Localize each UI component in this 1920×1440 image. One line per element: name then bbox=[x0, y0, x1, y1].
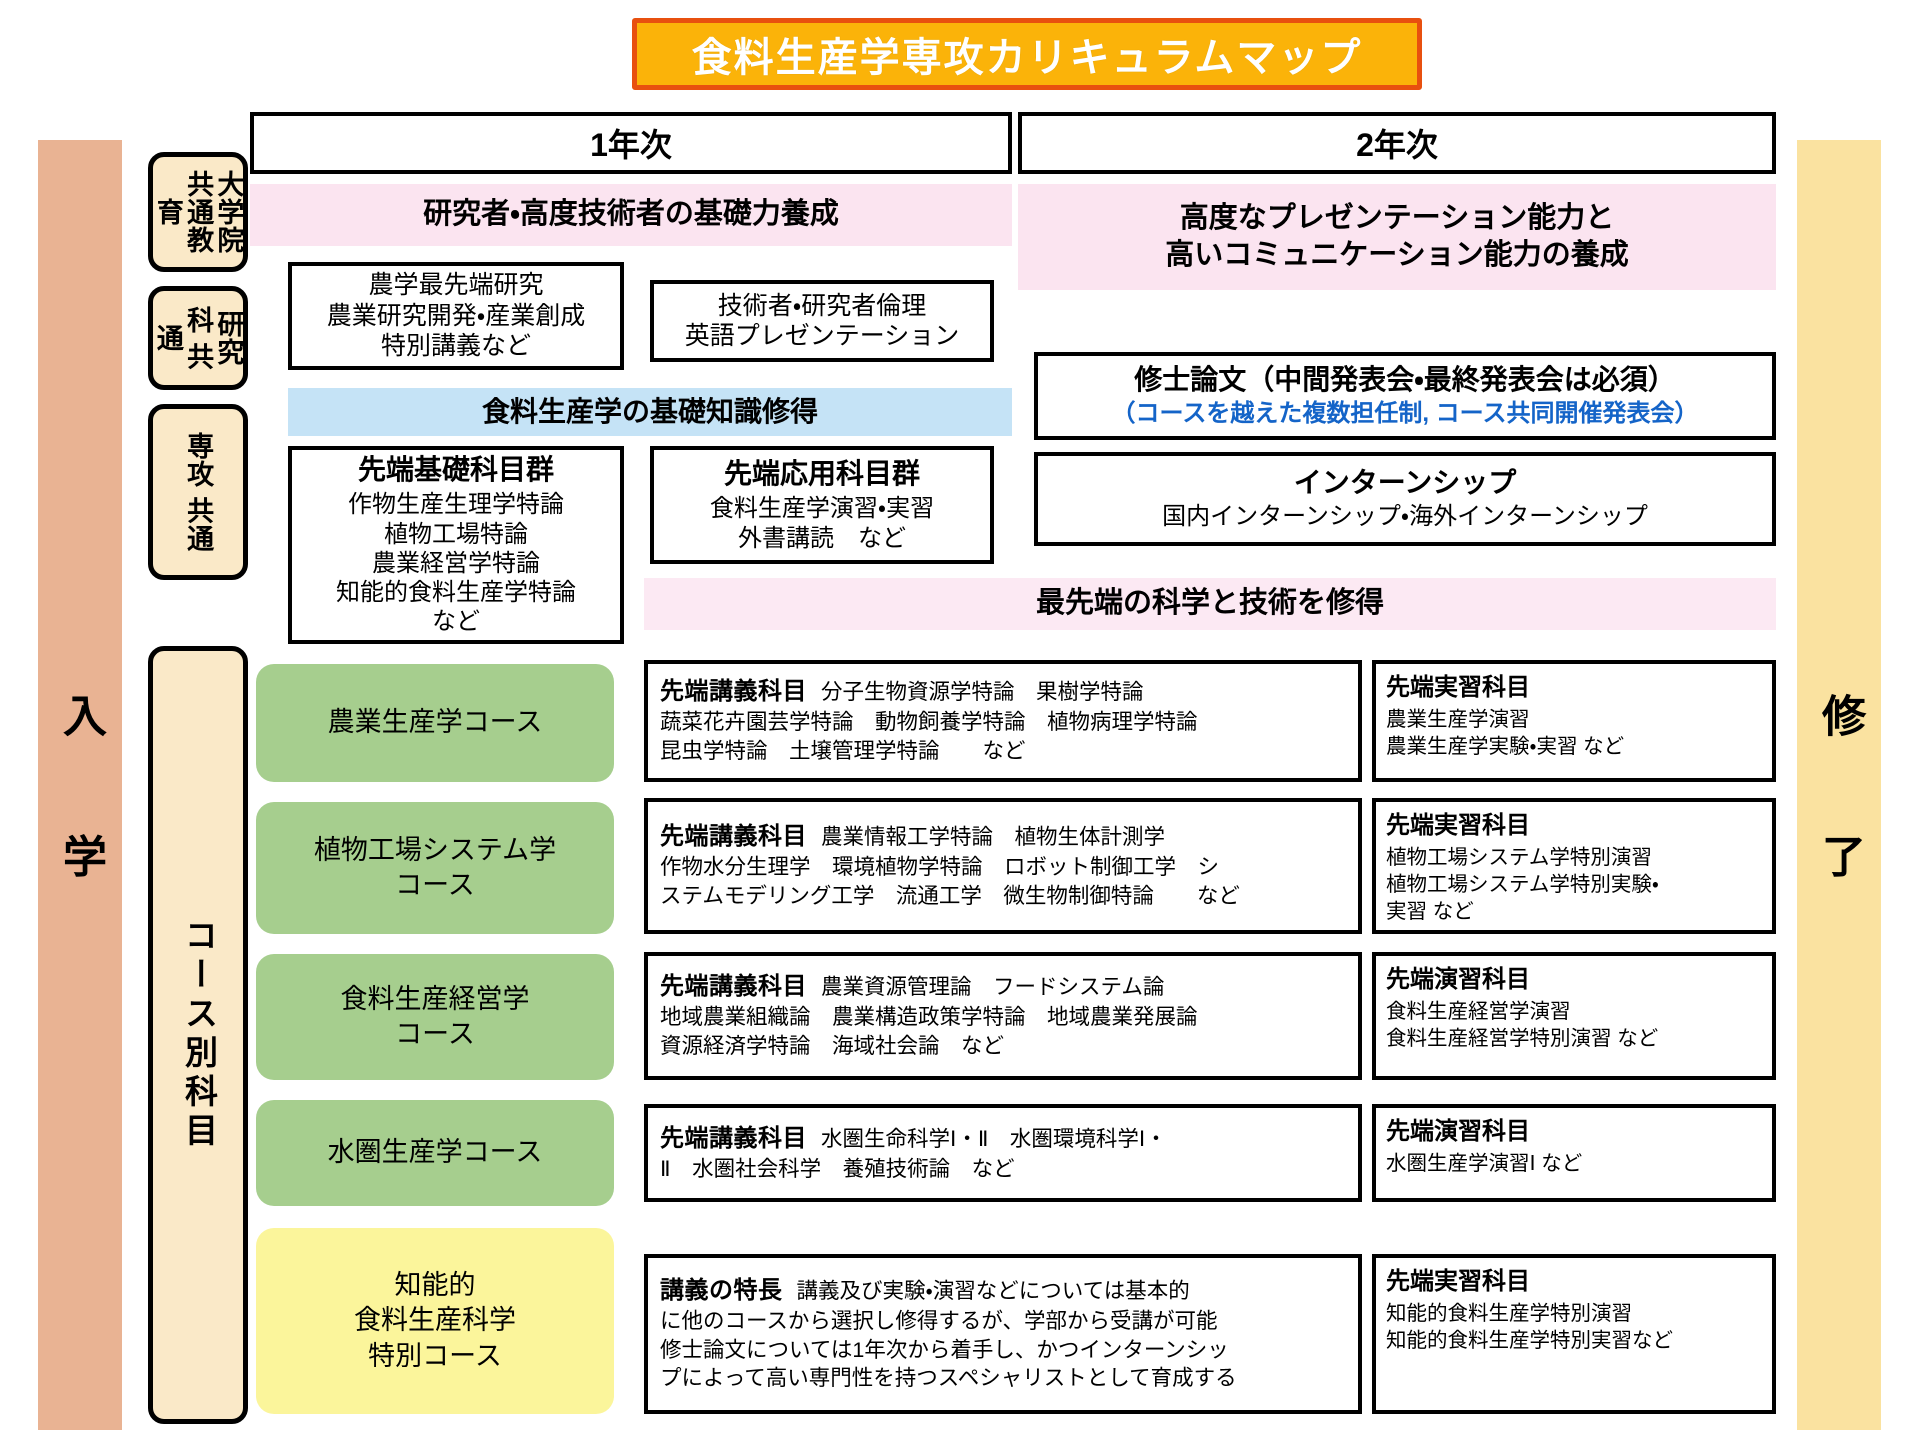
box-advanced-research: 農学最先端研究 農業研究開発・産業創成 特別講義など bbox=[288, 262, 624, 370]
thesis-heading: 修士論文（中間発表会・最終発表会は必須） bbox=[1134, 364, 1676, 396]
course-practice-box-plant-factory-system: 先端実習科目 植物工場システム学特別演習 植物工場システム学特別実験・ 実習 な… bbox=[1372, 798, 1776, 934]
course-practice-box-intelligent-food-production-special: 先端実習科目 知能的食料生産学特別演習 知能的食料生産学特別実習など bbox=[1372, 1254, 1776, 1414]
lecture-line-4-2: 修士論文については1年次から着手し、かつインターンシッ bbox=[660, 1337, 1229, 1362]
practice-line-4-1: 知能的食料生産学特別実習など bbox=[1386, 1329, 1673, 1353]
lecture-heading-0: 先端講義科目 bbox=[660, 678, 807, 706]
course-pill-aquatic-production[interactable]: 水圏生産学コース bbox=[256, 1100, 614, 1206]
internship-body: 国内インターンシップ・海外インターンシップ bbox=[1162, 503, 1648, 531]
practice-line-1-1: 植物工場システム学特別実験・ bbox=[1386, 873, 1659, 897]
applied-line-2: 外書講読 など bbox=[738, 524, 906, 552]
course-practice-box-food-production-management: 先端演習科目 食料生産経営学演習 食料生産経営学特別演習 など bbox=[1372, 952, 1776, 1080]
page-title: 食料生産学専攻カリキュラムマップ bbox=[632, 18, 1422, 90]
course-pill-food-production-management[interactable]: 食料生産経営学 コース bbox=[256, 954, 614, 1080]
course-lecture-box-aquatic-production: 先端講義科目水圏生命科学Ⅰ・Ⅱ 水圏環境科学Ⅰ・ Ⅱ 水圏社会科学 養殖技術論 … bbox=[644, 1104, 1362, 1202]
lecture-line-2-0: 農業資源管理論 フードシステム論 bbox=[821, 975, 1165, 1000]
practice-line-0-0: 農業生産学演習 bbox=[1386, 707, 1530, 731]
box-applied-subject-group: 先端応用科目群 食料生産学演習・実習 外書講読 など bbox=[650, 446, 994, 564]
practice-line-4-0: 知能的食料生産学特別演習 bbox=[1386, 1301, 1632, 1325]
chip-faculty-common: 研究科 共通 bbox=[148, 286, 248, 390]
foundation-line-2: 植物工場特論 bbox=[384, 520, 528, 548]
entrance-bar: 入 学 bbox=[38, 140, 122, 1430]
course-practice-box-aquatic-production: 先端演習科目 水圏生産学演習Ⅰ など bbox=[1372, 1104, 1776, 1202]
band-basic-knowledge: 食料生産学の基礎知識修得 bbox=[288, 388, 1012, 436]
band-year1-goal: 研究者・高度技術者の基礎力養成 bbox=[250, 184, 1012, 246]
practice-heading-0: 先端実習科目 bbox=[1386, 674, 1530, 701]
foundation-line-5: など bbox=[432, 608, 480, 636]
course-lecture-box-food-production-management: 先端講義科目農業資源管理論 フードシステム論 地域農業組織論 農業構造政策学特論… bbox=[644, 952, 1362, 1080]
ethics-line-2: 英語プレゼンテーション bbox=[684, 322, 960, 350]
internship-heading: インターンシップ bbox=[1293, 467, 1517, 499]
advanced-research-line-3: 特別講義など bbox=[380, 332, 531, 361]
band-year2-goal-line1: 高度なプレゼンテーション能力と bbox=[1179, 201, 1615, 234]
foundation-line-3: 農業経営学特論 bbox=[372, 549, 540, 577]
applied-heading: 先端応用科目群 bbox=[723, 458, 920, 490]
lecture-line-2-2: 資源経済学特論 海域社会論 など bbox=[660, 1033, 1005, 1058]
box-foundation-subject-group: 先端基礎科目群 作物生産生理学特論 植物工場特論 農業経営学特論 知能的食料生産… bbox=[288, 446, 624, 644]
box-master-thesis: 修士論文（中間発表会・最終発表会は必須） （コースを越えた複数担任制, コース共… bbox=[1034, 352, 1776, 440]
box-ethics-presentation: 技術者・研究者倫理 英語プレゼンテーション bbox=[650, 280, 994, 362]
advanced-research-line-2: 農業研究開発・産業創成 bbox=[326, 301, 586, 330]
lecture-line-3-1: Ⅱ 水圏社会科学 養殖技術論 など bbox=[660, 1156, 1015, 1181]
completion-bar: 修 了 bbox=[1797, 140, 1881, 1430]
lecture-line-1-2: ステムモデリング工学 流通工学 微生物制御特論 など bbox=[660, 883, 1240, 908]
practice-line-0-1: 農業生産学実験・実習 など bbox=[1386, 735, 1625, 759]
thesis-note: （コースを越えた複数担任制, コース共同開催発表会） bbox=[1111, 400, 1699, 428]
band-cutting-edge: 最先端の科学と技術を修得 bbox=[644, 578, 1776, 630]
ethics-line-1: 技術者・研究者倫理 bbox=[717, 291, 927, 320]
course-pill-intelligent-food-production-special[interactable]: 知能的 食料生産科学 特別コース bbox=[256, 1228, 614, 1414]
lecture-heading-3: 先端講義科目 bbox=[660, 1124, 807, 1152]
lecture-line-0-1: 蔬菜花卉園芸学特論 動物飼養学特論 植物病理学特論 bbox=[660, 710, 1198, 735]
foundation-heading: 先端基礎科目群 bbox=[357, 454, 554, 486]
course-practice-box-agricultural-production: 先端実習科目 農業生産学演習 農業生産学実験・実習 など bbox=[1372, 660, 1776, 782]
lecture-line-4-1: に他のコースから選択し修得するが、学部から受講が可能 bbox=[660, 1309, 1218, 1334]
lecture-line-0-2: 昆虫学特論 土壌管理学特論 など bbox=[660, 738, 1026, 763]
lecture-line-0-0: 分子生物資源学特論 果樹学特論 bbox=[821, 680, 1144, 705]
practice-line-2-0: 食料生産経営学演習 bbox=[1386, 999, 1571, 1023]
band-year2-goal-line2: 高いコミュニケーション能力の養成 bbox=[1165, 239, 1629, 271]
practice-line-1-2: 実習 など bbox=[1386, 900, 1474, 924]
box-internship: インターンシップ 国内インターンシップ・海外インターンシップ bbox=[1034, 452, 1776, 546]
practice-line-1-0: 植物工場システム学特別演習 bbox=[1386, 845, 1652, 869]
lecture-line-1-1: 作物水分生理学 環境植物学特論 ロボット制御工学 シ bbox=[660, 855, 1220, 880]
lecture-heading-4: 講義の特長 bbox=[660, 1277, 783, 1305]
chip-major-common: 専攻 共通 bbox=[148, 404, 248, 580]
lecture-heading-1: 先端講義科目 bbox=[660, 823, 807, 851]
course-pill-plant-factory-system[interactable]: 植物工場システム学 コース bbox=[256, 802, 614, 934]
lecture-heading-2: 先端講義科目 bbox=[660, 973, 807, 1001]
lecture-line-2-1: 地域農業組織論 農業構造政策学特論 地域農業発展論 bbox=[660, 1005, 1198, 1030]
lecture-line-1-0: 農業情報工学特論 植物生体計測学 bbox=[821, 825, 1166, 850]
course-lecture-box-agricultural-production: 先端講義科目分子生物資源学特論 果樹学特論 蔬菜花卉園芸学特論 動物飼養学特論 … bbox=[644, 660, 1362, 782]
course-lecture-box-plant-factory-system: 先端講義科目農業情報工学特論 植物生体計測学 作物水分生理学 環境植物学特論 ロ… bbox=[644, 798, 1362, 934]
foundation-line-1: 作物生産生理学特論 bbox=[348, 491, 564, 519]
practice-heading-4: 先端実習科目 bbox=[1386, 1268, 1530, 1295]
lecture-line-3-0: 水圏生命科学Ⅰ・Ⅱ 水圏環境科学Ⅰ・ bbox=[821, 1126, 1167, 1151]
year-header-1: 1年次 bbox=[250, 112, 1012, 174]
course-pill-agricultural-production[interactable]: 農業生産学コース bbox=[256, 664, 614, 782]
year-header-2: 2年次 bbox=[1018, 112, 1776, 174]
practice-line-3-0: 水圏生産学演習Ⅰ など bbox=[1386, 1151, 1583, 1175]
foundation-line-4: 知能的食料生産学特論 bbox=[336, 579, 576, 607]
practice-heading-3: 先端演習科目 bbox=[1386, 1118, 1530, 1145]
advanced-research-line-1: 農学最先端研究 bbox=[368, 271, 544, 300]
practice-heading-1: 先端実習科目 bbox=[1386, 812, 1530, 839]
lecture-line-4-3: プによって高い専門性を持つスペシャリストとして育成する bbox=[660, 1366, 1237, 1391]
course-lecture-box-intelligent-food-production-special: 講義の特長講義及び実験・演習などについては基本的 に他のコースから選択し修得する… bbox=[644, 1254, 1362, 1414]
practice-heading-2: 先端演習科目 bbox=[1386, 966, 1530, 993]
band-year2-goal: 高度なプレゼンテーション能力と 高いコミュニケーション能力の養成 bbox=[1018, 184, 1776, 290]
chip-course-specific-subjects: コース別科目 bbox=[148, 646, 248, 1424]
lecture-line-4-0: 講義及び実験・演習などについては基本的 bbox=[796, 1279, 1190, 1304]
applied-line-1: 食料生産学演習・実習 bbox=[709, 495, 935, 523]
chip-graduate-common-education: 大学院 共通教育 bbox=[148, 152, 248, 272]
practice-line-2-1: 食料生産経営学特別演習 など bbox=[1386, 1027, 1659, 1051]
